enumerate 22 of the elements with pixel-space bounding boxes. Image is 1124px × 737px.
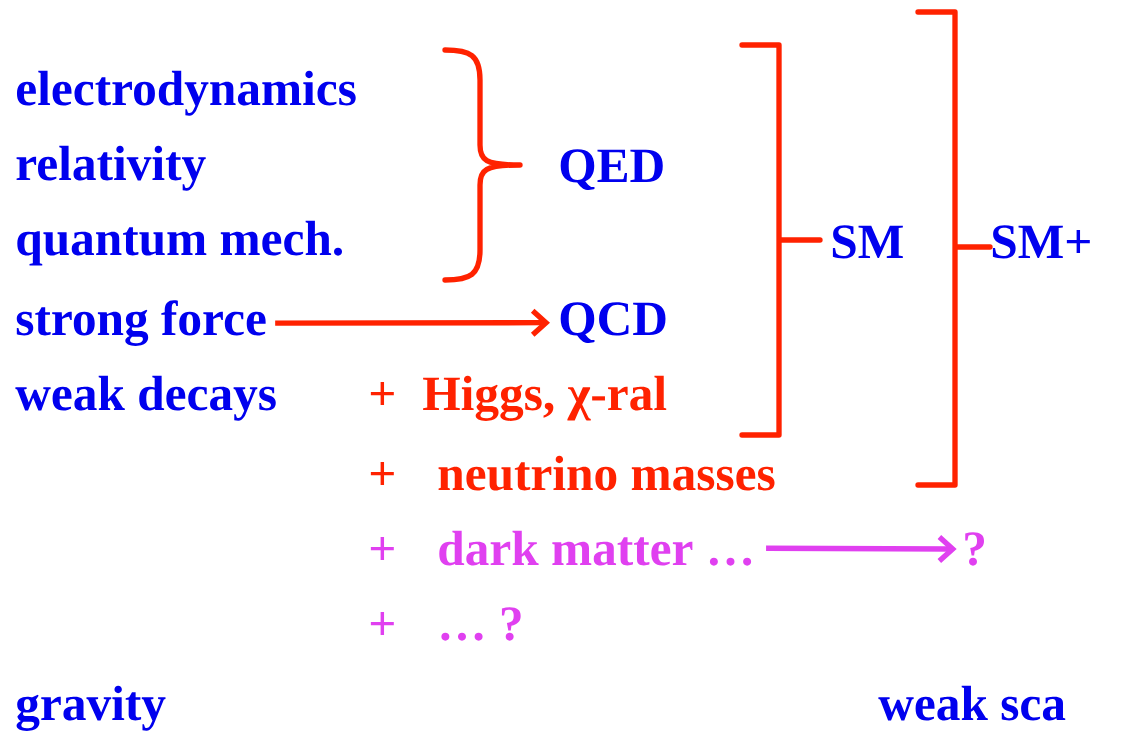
text-label: dark matter … — [439, 530, 752, 566]
text-label: weak decays — [15, 375, 276, 421]
arrow — [766, 534, 957, 563]
text-label: quantum mech. — [17, 220, 342, 266]
text-label: weak sca — [878, 685, 1066, 721]
text-label: relativity — [16, 145, 206, 191]
text-label: neutrino masses — [438, 455, 775, 491]
arrow — [275, 308, 550, 337]
text-label: … ? — [441, 607, 521, 641]
group-label: SM+ — [992, 225, 1090, 259]
text-label: gravity — [16, 685, 166, 731]
text-label: Higgs, χ-ral — [423, 375, 667, 421]
text-label: QCD — [560, 302, 666, 343]
group-label: QED — [560, 149, 663, 190]
text-label: ? — [965, 532, 984, 566]
group-label: SM — [832, 225, 903, 259]
plus-sign: + — [370, 462, 394, 486]
plus-sign: + — [370, 612, 394, 636]
plus-sign: + — [370, 382, 394, 406]
text-label: electrodynamics — [16, 70, 356, 116]
text-label: strong force — [16, 300, 266, 346]
plus-sign: + — [370, 537, 394, 561]
